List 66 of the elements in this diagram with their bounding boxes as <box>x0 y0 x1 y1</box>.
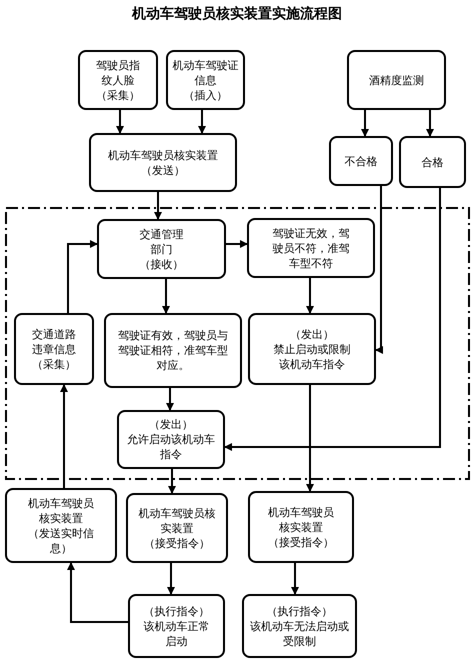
process-box <box>89 133 237 192</box>
process-box <box>399 136 466 188</box>
node-text: （接收） <box>140 256 184 272</box>
node-text: 不合格 <box>344 154 378 168</box>
arrow <box>168 469 176 494</box>
arrow <box>167 563 175 595</box>
process-box <box>5 488 117 563</box>
arrow <box>60 384 68 488</box>
diagram-title: 机动车驾驶员核实装置实施流程图 <box>132 4 342 24</box>
node-text: 机动车驾驶员核实装置 <box>138 506 216 536</box>
arrow <box>166 388 174 411</box>
process-box <box>97 219 226 279</box>
arrow <box>116 110 124 134</box>
node-text: 驾驶证有效，驾驶员与驾驶证相符，准驾车型对应。 <box>117 328 229 373</box>
node-text: （发送） <box>141 162 185 178</box>
node-text: （发出） <box>149 417 193 432</box>
arrow <box>291 563 299 595</box>
node-text: （接受指令） <box>144 536 210 550</box>
node-text: 该机动车正常启动 <box>142 618 210 648</box>
process-box <box>126 493 228 563</box>
node-text: 允许启动该机动车指令 <box>126 432 216 462</box>
process-box <box>117 410 225 469</box>
process-box <box>248 313 376 385</box>
process-box <box>104 313 242 388</box>
process-box <box>14 313 94 385</box>
arrow <box>224 188 441 451</box>
dash-dot-boundary <box>5 207 470 480</box>
node-text: （采集） <box>96 88 140 102</box>
node-text: 该机动车无法启动或受限制 <box>250 618 350 648</box>
node-text: （采集） <box>32 356 76 372</box>
arrow <box>426 110 434 137</box>
arrow <box>162 279 170 314</box>
node-text: 机动车驾驶员核实装置 <box>108 148 218 162</box>
process-box <box>329 136 393 186</box>
node-text: 机动车驾驶员核实装置 <box>27 496 95 526</box>
process-box <box>78 50 158 110</box>
process-box <box>248 491 354 563</box>
process-box <box>347 50 446 110</box>
arrow <box>154 192 162 220</box>
node-text: 交通管理部门 <box>138 226 184 256</box>
arrow <box>226 240 248 248</box>
process-box <box>247 218 375 278</box>
arrow <box>361 110 369 137</box>
node-text: （接受指令） <box>268 534 334 550</box>
node-text: （执行指令） <box>266 604 332 618</box>
node-text: 交通道路违章信息 <box>31 326 77 356</box>
node-text: 禁止启动或限制该机动车指令 <box>272 342 352 372</box>
node-text: 驾驶员指纹人脸 <box>95 58 141 88</box>
process-box <box>242 594 357 658</box>
arrow <box>67 562 128 623</box>
node-text: （发出） <box>290 326 334 342</box>
node-text: （插入） <box>184 88 228 102</box>
node-text: 机动车驾驶员核实装置 <box>267 504 335 534</box>
node-text: （执行指令） <box>144 604 210 618</box>
arrow <box>198 110 206 134</box>
arrow <box>306 278 314 314</box>
node-text: 机动车驾驶证信息 <box>172 58 238 88</box>
process-box <box>166 50 245 110</box>
node-text: （发送实时信息） <box>27 526 95 556</box>
node-text: 驾驶证无效，驾驶员不符，准驾车型不符 <box>272 226 350 270</box>
arrow <box>375 186 383 354</box>
arrow <box>67 240 98 313</box>
process-box <box>128 594 225 658</box>
node-text: 合格 <box>422 154 444 170</box>
arrow <box>306 385 314 492</box>
node-text: 酒精度监测 <box>369 72 424 88</box>
